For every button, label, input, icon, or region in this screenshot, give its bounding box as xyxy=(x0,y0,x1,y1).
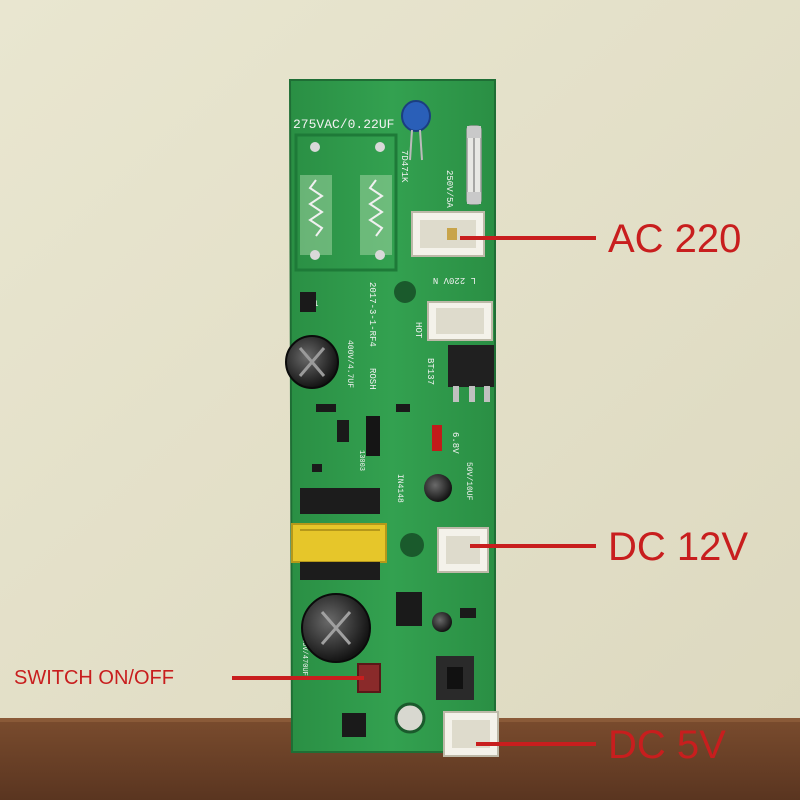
ac-input-connector xyxy=(411,211,485,257)
hot-connector xyxy=(427,301,493,341)
fuse xyxy=(466,125,482,205)
callout-ac-220: AC 220 xyxy=(608,217,742,261)
triac xyxy=(448,345,494,402)
dc12v-connector xyxy=(437,527,489,573)
silk-board-date: 2017-3-1-RF4 xyxy=(367,282,377,347)
silk-hot: HOT xyxy=(413,322,423,339)
tactile-switch xyxy=(436,656,474,700)
dc5v-connector xyxy=(443,711,499,757)
smd-parts xyxy=(300,292,476,737)
callout-dc-12v: DC 12V xyxy=(608,525,749,569)
hv-capacitor xyxy=(285,335,339,389)
silk-transistor: 13003 xyxy=(357,450,365,471)
silk-cap-400v: 400V/4.7UF xyxy=(345,340,354,388)
small-capacitor xyxy=(424,474,452,502)
silk-zener: 6.8V xyxy=(450,432,460,454)
silk-fuse-rating: 250V/5A xyxy=(444,170,454,208)
callout-switch: SWITCH ON/OFF xyxy=(14,667,174,689)
silk-cap-50v: 50V/10UF xyxy=(464,462,473,501)
transistor xyxy=(366,416,380,456)
silk-input-header: L 220V N xyxy=(433,275,476,285)
silk-cap-25v: 25V/470UF xyxy=(300,638,308,676)
silk-capacitor-rating: 275VAC/0.22UF xyxy=(293,117,394,132)
y-capacitor xyxy=(401,100,431,132)
silk-diode: IN4148 xyxy=(395,474,404,503)
silk-triac: BT137 xyxy=(425,358,435,385)
silk-varistor: 7D471K xyxy=(399,150,409,183)
callout-dc-5v: DC 5V xyxy=(608,723,726,767)
callout-lines xyxy=(232,236,596,746)
pcb-board: 275VAC/0.22UF 250V/5A 7D471K L 220V N 20… xyxy=(285,79,499,757)
small-capacitor-2 xyxy=(432,612,452,632)
lv-capacitor xyxy=(301,593,371,663)
silk-rosh: ROSH xyxy=(367,368,377,390)
transformer xyxy=(291,488,387,580)
